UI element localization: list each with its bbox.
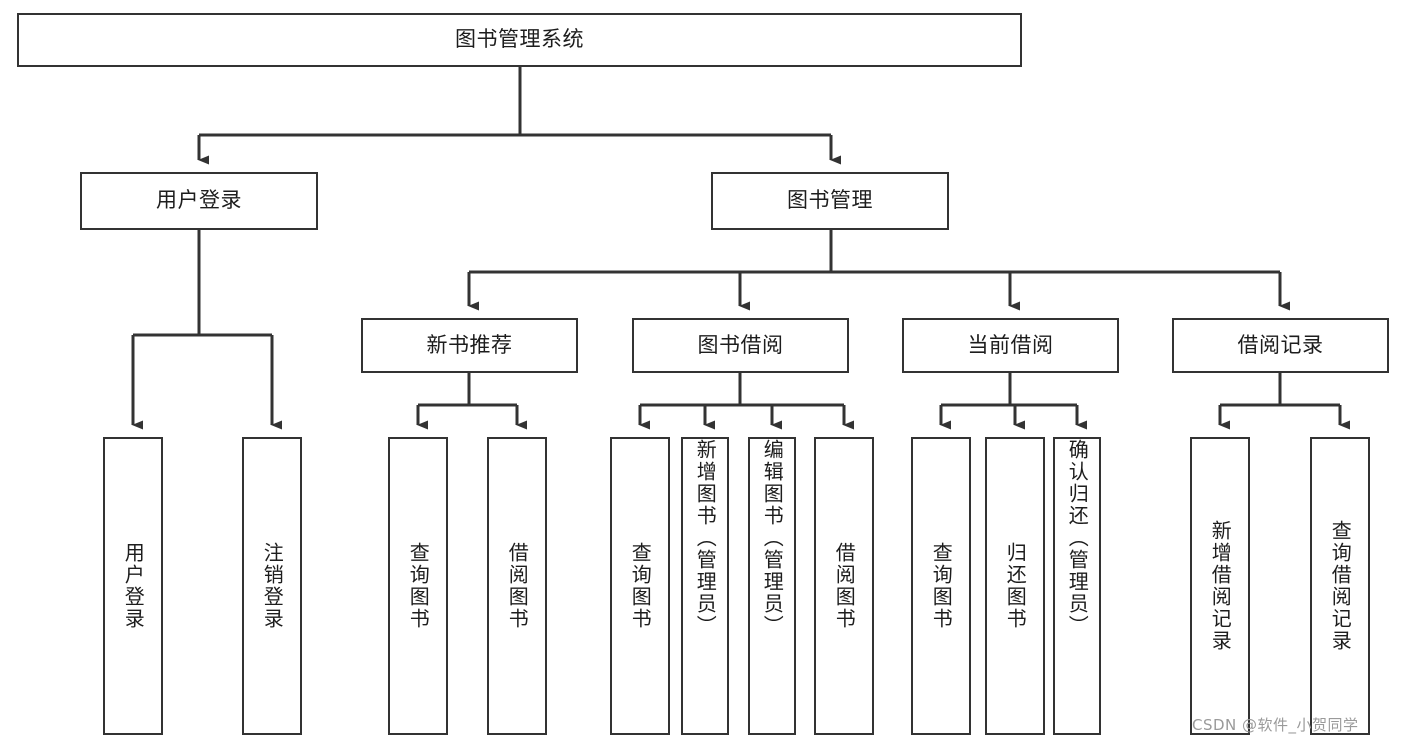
leaf-logout[interactable]: 注销登录 (242, 437, 302, 735)
leaf-query-book-2[interactable]: 查询图书 (610, 437, 670, 735)
node-book-borrow[interactable]: 图书借阅 (632, 318, 849, 373)
node-label: 注销登录 (260, 542, 285, 630)
node-label: 确认归还（管理员） (1065, 439, 1090, 637)
node-label: 借阅图书 (832, 542, 857, 630)
node-label: 查询借阅记录 (1328, 520, 1353, 652)
node-label: 新书推荐 (426, 332, 513, 357)
leaf-borrow-book-1[interactable]: 借阅图书 (487, 437, 547, 735)
node-user-login[interactable]: 用户登录 (80, 172, 318, 230)
node-label: 编辑图书（管理员） (760, 439, 785, 637)
node-label: 归还图书 (1003, 542, 1028, 630)
leaf-query-record[interactable]: 查询借阅记录 (1310, 437, 1370, 735)
watermark-text: CSDN @软件_小贺同学 (1192, 716, 1359, 734)
node-label: 新增借阅记录 (1208, 520, 1233, 652)
node-label: 借阅记录 (1237, 332, 1324, 357)
node-root-system[interactable]: 图书管理系统 (17, 13, 1022, 67)
leaf-add-book[interactable]: 新增图书（管理员） (681, 437, 729, 735)
node-book-manage[interactable]: 图书管理 (711, 172, 949, 230)
node-label: 用户登录 (156, 188, 242, 213)
leaf-return-book[interactable]: 归还图书 (985, 437, 1045, 735)
leaf-query-book-1[interactable]: 查询图书 (388, 437, 448, 735)
node-label: 借阅图书 (505, 542, 530, 630)
leaf-query-book-3[interactable]: 查询图书 (911, 437, 971, 735)
leaf-user-login[interactable]: 用户登录 (103, 437, 163, 735)
node-label: 查询图书 (406, 542, 431, 630)
node-borrow-record[interactable]: 借阅记录 (1172, 318, 1389, 373)
leaf-confirm-return[interactable]: 确认归还（管理员） (1053, 437, 1101, 735)
leaf-borrow-book-2[interactable]: 借阅图书 (814, 437, 874, 735)
node-current-borrow[interactable]: 当前借阅 (902, 318, 1119, 373)
leaf-edit-book[interactable]: 编辑图书（管理员） (748, 437, 796, 735)
node-label: 图书管理 (787, 188, 873, 213)
node-label: 当前借阅 (967, 332, 1054, 357)
node-label: 用户登录 (121, 542, 146, 630)
node-label: 查询图书 (929, 542, 954, 630)
leaf-add-record[interactable]: 新增借阅记录 (1190, 437, 1250, 735)
node-new-book-recommend[interactable]: 新书推荐 (361, 318, 578, 373)
node-label: 图书借阅 (697, 332, 784, 357)
node-label: 新增图书（管理员） (693, 439, 718, 637)
node-label: 图书管理系统 (455, 27, 584, 52)
node-label: 查询图书 (628, 542, 653, 630)
